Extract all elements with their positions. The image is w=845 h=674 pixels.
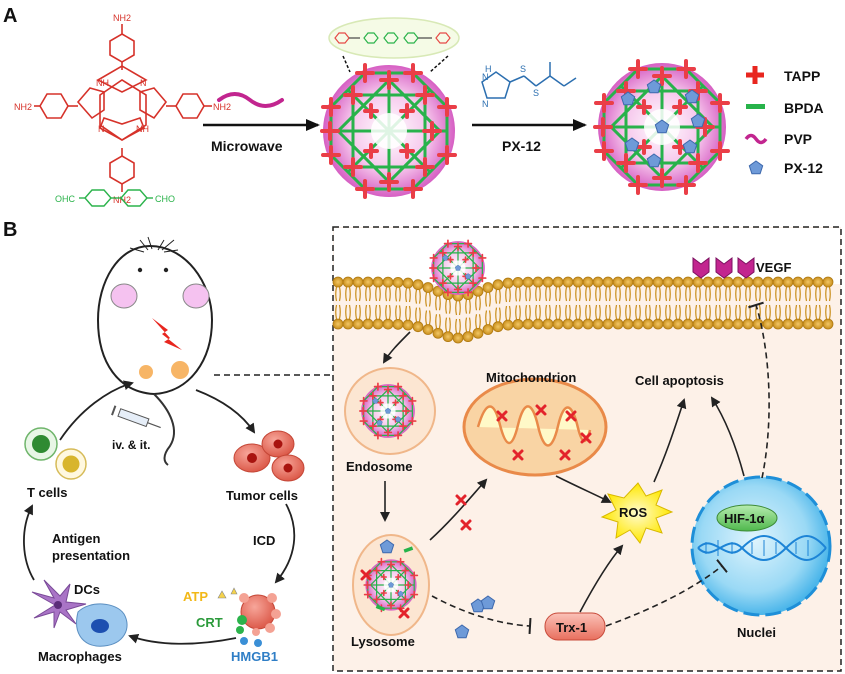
tapp-n-2: N [140, 78, 147, 88]
px12-atom-s1: S [520, 64, 526, 74]
tapp-nh-2: NH [136, 124, 149, 134]
microwave-label: Microwave [211, 138, 283, 154]
lysosome-label: Lysosome [351, 634, 415, 649]
bpda-right-label: CHO [155, 194, 175, 204]
arrow-tcells-to-mouse [59, 380, 134, 441]
inhibit-hif-to-vegf [748, 301, 770, 479]
arrow-hif-to-apoptosis [710, 396, 745, 477]
ros-burst [600, 482, 674, 545]
tapp-structure [34, 24, 212, 192]
dendritic-cell-icon [31, 579, 87, 629]
legend-item-px12: PX-12 [748, 160, 823, 176]
tapp-nh-1: NH [96, 78, 109, 88]
linker-zoom [328, 17, 460, 59]
tapp-n-1: N [98, 124, 105, 134]
px12-atom-n1: N [482, 72, 489, 82]
cell-apoptosis-label: Cell apoptosis [635, 373, 724, 388]
antigen-label-line1: Antigen [52, 531, 100, 546]
vegf-icons [692, 257, 755, 279]
bpda-left-label: OHC [55, 194, 76, 204]
nuclei-label: Nuclei [737, 625, 776, 640]
endosome-label: Endosome [346, 459, 412, 474]
dcs-label: DCs [74, 582, 100, 597]
px12-atoms: H N N S S [482, 64, 539, 109]
px12-loaded-nanoparticle [593, 59, 730, 195]
tapp-amine-right: NH2 [213, 102, 231, 112]
arrow-icd-to-macrophages [128, 633, 237, 645]
tapp-amine-left: NH2 [14, 102, 32, 112]
panel-label-b: B [3, 219, 17, 241]
route-label: iv. & it. [112, 438, 150, 452]
trx1-label: Trx-1 [556, 620, 587, 635]
dying-tumor-cell-icon [217, 587, 281, 647]
legend: TAPP BPDA PVP PX-12 [744, 66, 824, 176]
tumor-cells-icon [233, 430, 305, 482]
legend-label-px12: PX-12 [784, 160, 823, 176]
px12-structure [481, 62, 577, 99]
arrow-dcs-to-tcells [23, 504, 35, 581]
arrow-trx1-to-ros [579, 544, 624, 613]
legend-label-tapp: TAPP [784, 68, 820, 84]
zoom-line-right [429, 55, 449, 73]
t-cells-icon [24, 427, 87, 480]
px12-atom-s2: S [533, 88, 539, 98]
legend-label-bpda: BPDA [784, 100, 824, 116]
arrow-tumor-to-icd [274, 503, 296, 584]
arrow-mitochondrion-to-ros [555, 475, 612, 503]
px12-step-label: PX-12 [502, 138, 541, 154]
macrophages-label: Macrophages [38, 649, 122, 664]
legend-swatch-bpda [746, 104, 765, 109]
px12-atom-n2: N [482, 99, 489, 109]
t-cells-label: T cells [27, 485, 67, 500]
entering-nanoparticle [429, 239, 487, 297]
linker-structure [334, 32, 451, 44]
atp-label: ATP [183, 589, 208, 604]
endosome [344, 367, 436, 455]
mouse-illustration [96, 236, 214, 466]
tapp-amine-top: NH2 [113, 13, 131, 23]
legend-item-pvp: PVP [744, 131, 812, 147]
tumor-cells-label: Tumor cells [226, 488, 298, 503]
ros-label: ROS [619, 505, 648, 520]
macrophage-icon [76, 603, 128, 647]
bpda-structure [79, 189, 153, 207]
legend-swatch-tapp [746, 66, 764, 84]
trx1-box [544, 612, 606, 641]
legend-item-bpda: BPDA [746, 100, 824, 116]
hmgb1-label: HMGB1 [231, 649, 278, 664]
zoom-line-left [342, 55, 351, 73]
inhibit-trx1-to-hif [605, 559, 728, 627]
panel-label-a: A [3, 5, 17, 27]
legend-swatch-pvp [744, 133, 768, 145]
arrow-ros-to-apoptosis [653, 398, 687, 483]
tapp-labels: NH2 NH2 NH2 NH2 NH NH N N [14, 13, 231, 205]
inhibit-px12-to-trx1 [431, 595, 532, 635]
icd-label: ICD [253, 533, 275, 548]
legend-label-pvp: PVP [784, 131, 812, 147]
lysosome [352, 534, 430, 636]
antigen-label-line2: presentation [52, 548, 130, 563]
arrow-endocytosis [382, 331, 411, 364]
syringe-icon [111, 405, 161, 429]
mitochondrion [462, 377, 608, 477]
legend-swatch-px12 [748, 160, 764, 175]
extracellular-space [334, 228, 840, 284]
crt-label: CRT [196, 615, 223, 630]
legend-item-tapp: TAPP [746, 66, 820, 84]
nucleus [690, 475, 832, 617]
mitochondrion-label: Mitochondrion [486, 370, 576, 385]
mof-nanoparticle [320, 63, 457, 199]
arrow-lysosome-to-mitochondrion [429, 478, 488, 541]
hif1a-label: HIF-1α [724, 511, 765, 526]
pvp-wave [217, 92, 284, 108]
px12-atom-h: H [485, 64, 492, 74]
vegf-label: VEGF [756, 260, 791, 275]
arrow-mouse-to-tumor [195, 389, 256, 434]
